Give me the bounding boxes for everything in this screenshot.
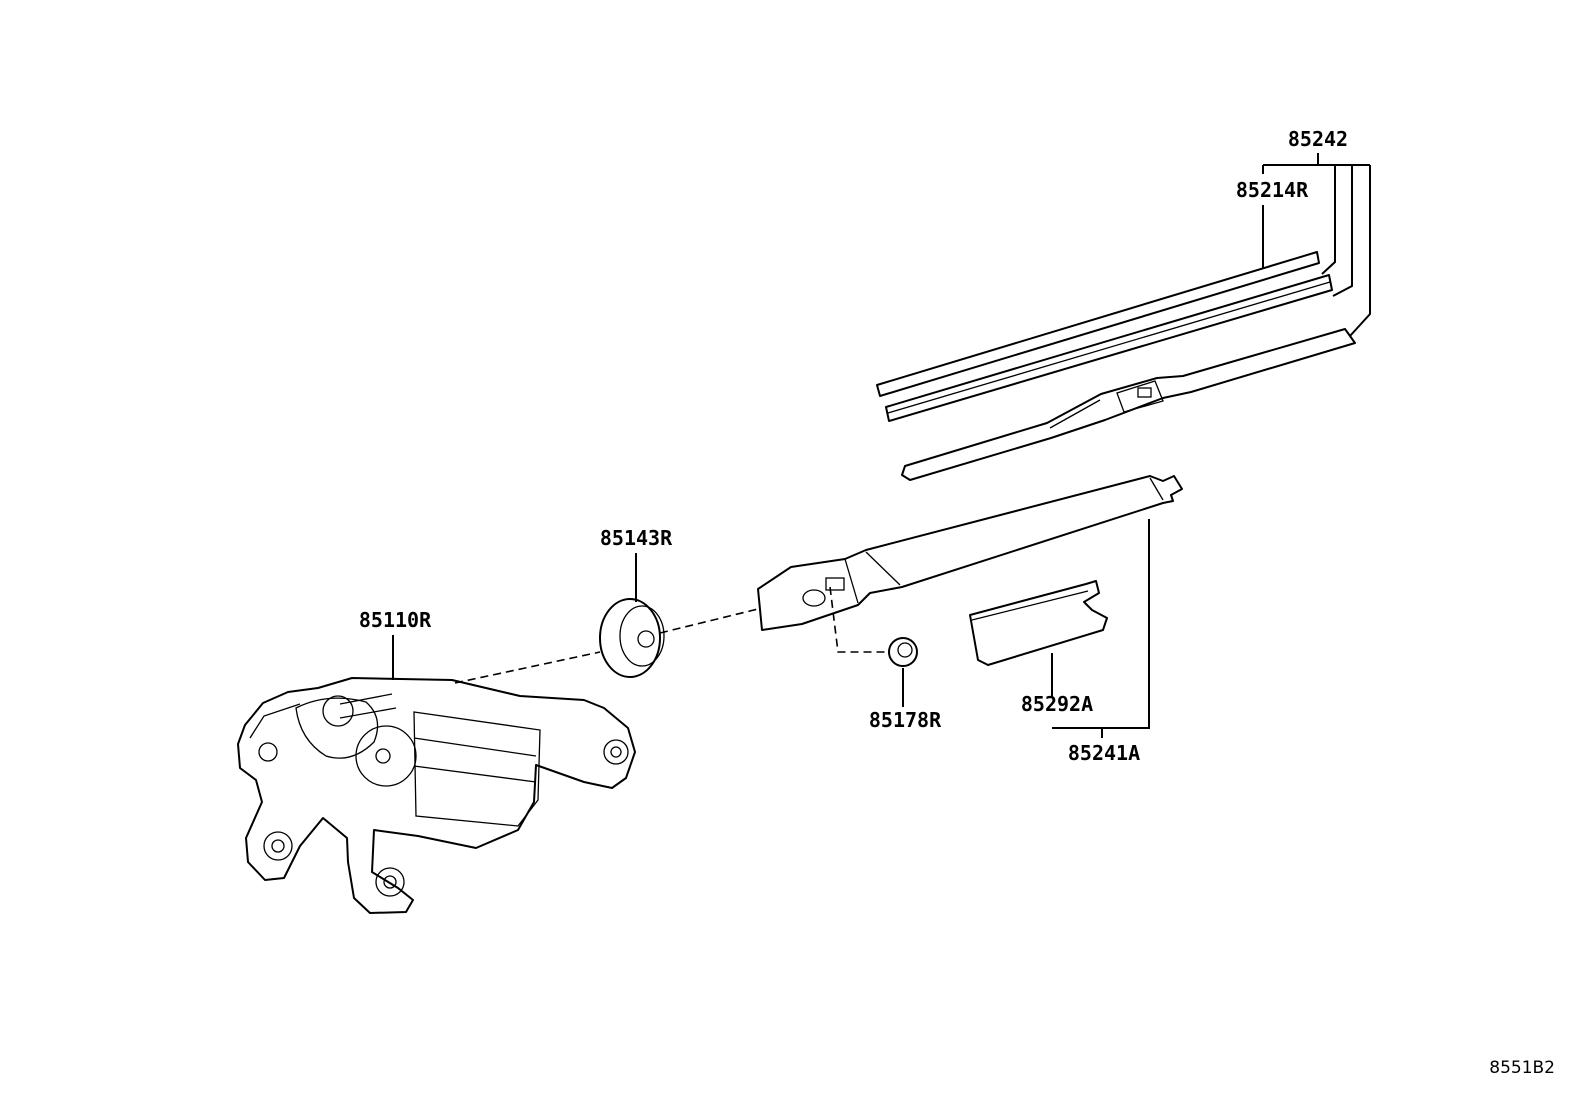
diagram-reference-code: 8551B2 [1489,1058,1555,1078]
nut[interactable] [888,637,918,667]
arm-cover[interactable] [969,580,1108,666]
part-label-85178R[interactable]: 85178R [869,708,942,732]
part-label-85241A[interactable]: 85241A [1068,741,1140,765]
part-label-85242[interactable]: 85242 [1288,127,1348,151]
part-label-85292A[interactable]: 85292A [1021,692,1093,716]
blade-insert[interactable] [876,251,1320,397]
blade-rubber[interactable] [885,274,1333,422]
wiper-arm[interactable] [757,475,1183,631]
part-label-85214R[interactable]: 85214R [1236,178,1309,202]
wiper-motor[interactable] [237,677,636,914]
cap-grommet[interactable] [599,598,665,678]
leader-lines [392,153,1371,738]
part-label-85110R[interactable]: 85110R [359,608,432,632]
blade-frame[interactable] [901,328,1356,481]
part-label-85143R[interactable]: 85143R [600,526,673,550]
alignment-lines [454,586,888,684]
